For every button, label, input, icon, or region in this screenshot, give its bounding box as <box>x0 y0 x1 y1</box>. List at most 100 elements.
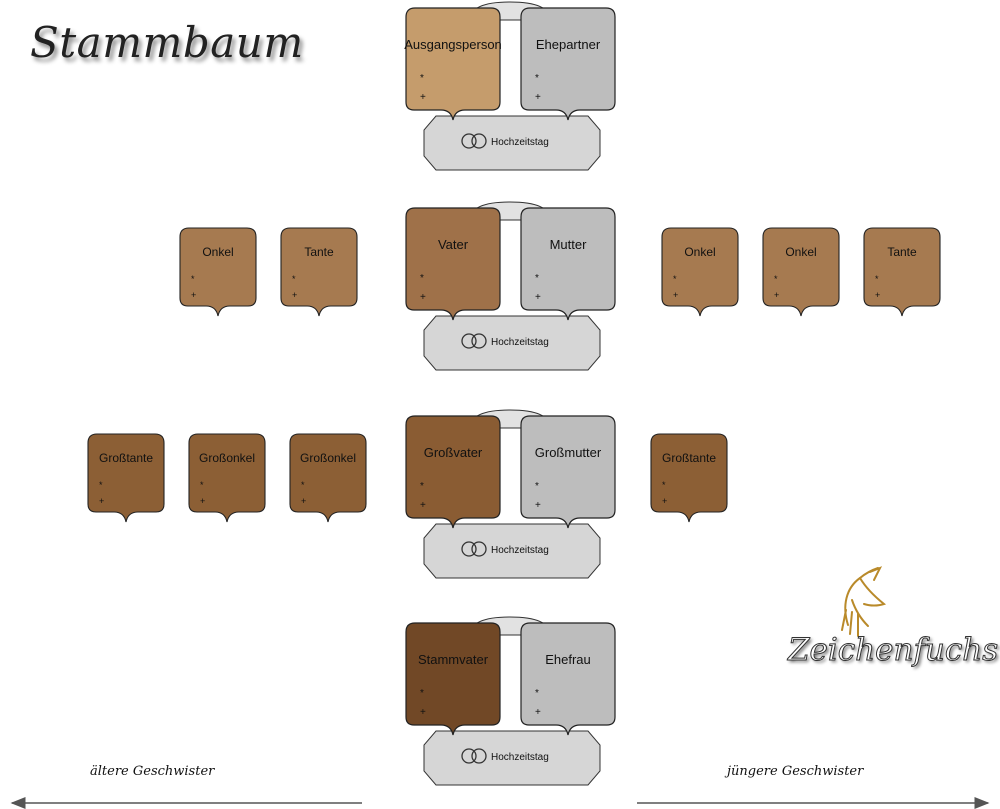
wedding-box <box>423 315 601 371</box>
sibling-card: Tante * + <box>280 227 358 317</box>
wedding-box <box>423 115 601 171</box>
couple-group: Hochzeitstag Ausgangsperson * + Ehepartner * + <box>404 1 616 171</box>
person-card-right <box>520 207 616 321</box>
person-name: Ehefrau <box>545 652 591 667</box>
sibling-shield <box>289 433 367 523</box>
sibling-name: Onkel <box>684 245 715 259</box>
sibling-name: Tante <box>887 245 917 259</box>
person-card-left <box>405 415 501 529</box>
sibling-name: Großtante <box>662 451 716 465</box>
ring-icon <box>471 541 487 557</box>
ring-icon <box>461 541 477 557</box>
death-symbol: + <box>535 500 541 511</box>
ring-icon <box>461 748 477 764</box>
fox-logo-icon <box>841 566 887 637</box>
birth-symbol: * <box>420 73 424 84</box>
sibling-shield <box>661 227 739 317</box>
sibling-shield <box>87 433 165 523</box>
birth-symbol: * <box>200 480 204 490</box>
page-title: Stammbaum <box>30 18 304 67</box>
death-symbol: + <box>420 707 426 718</box>
person-name: Ausgangsperson <box>404 37 502 52</box>
person-card-left <box>405 622 501 736</box>
wedding-label: Hochzeitstag <box>491 545 549 556</box>
person-name: Vater <box>438 237 469 252</box>
birth-symbol: * <box>420 688 424 699</box>
person-name: Ehepartner <box>536 37 601 52</box>
sibling-name: Onkel <box>785 245 816 259</box>
death-symbol: + <box>200 496 205 506</box>
death-symbol: + <box>535 292 541 303</box>
person-card-right <box>520 7 616 121</box>
ring-icon <box>461 333 477 349</box>
death-symbol: + <box>673 290 678 300</box>
birth-symbol: * <box>99 480 103 490</box>
wedding-label: Hochzeitstag <box>491 137 549 148</box>
wedding-box <box>423 730 601 786</box>
sibling-card: Großtante * + <box>650 433 728 523</box>
ring-icon <box>471 748 487 764</box>
sibling-card: Großonkel * + <box>289 433 367 523</box>
death-symbol: + <box>99 496 104 506</box>
death-symbol: + <box>535 707 541 718</box>
birth-symbol: * <box>662 480 666 490</box>
birth-symbol: * <box>774 274 778 284</box>
birth-symbol: * <box>420 481 424 492</box>
death-symbol: + <box>420 92 426 103</box>
sibling-shield <box>179 227 257 317</box>
death-symbol: + <box>191 290 196 300</box>
sibling-shield <box>650 433 728 523</box>
death-symbol: + <box>420 500 426 511</box>
sibling-card: Großonkel * + <box>188 433 266 523</box>
person-card-left <box>405 7 501 121</box>
ring-icon <box>461 133 477 149</box>
birth-symbol: * <box>673 274 677 284</box>
sibling-name: Tante <box>304 245 334 259</box>
person-name: Stammvater <box>418 652 489 667</box>
sibling-name: Onkel <box>202 245 233 259</box>
couple-group: Hochzeitstag Stammvater * + Ehefrau * + <box>405 616 616 786</box>
birth-symbol: * <box>191 274 195 284</box>
sibling-card: Onkel * + <box>762 227 840 317</box>
sibling-name: Großonkel <box>300 451 356 465</box>
ring-icon <box>471 133 487 149</box>
death-symbol: + <box>301 496 306 506</box>
ring-icon <box>471 333 487 349</box>
sibling-shield <box>762 227 840 317</box>
wedding-label: Hochzeitstag <box>491 337 549 348</box>
logo-wordmark: Zeichenfuchs <box>787 632 999 669</box>
death-symbol: + <box>875 290 880 300</box>
sibling-card: Onkel * + <box>179 227 257 317</box>
death-symbol: + <box>774 290 779 300</box>
sibling-shield <box>280 227 358 317</box>
person-card-right <box>520 415 616 529</box>
birth-symbol: * <box>535 481 539 492</box>
younger-siblings-label: jüngere Geschwister <box>727 764 864 779</box>
person-name: Mutter <box>550 237 588 252</box>
sibling-card: Tante*+ <box>863 227 941 317</box>
person-card-right <box>520 622 616 736</box>
birth-symbol: * <box>535 73 539 84</box>
sibling-card: Großtante * + <box>87 433 165 523</box>
birth-symbol: * <box>301 480 305 490</box>
older-siblings-label: ältere Geschwister <box>90 764 215 779</box>
birth-symbol: * <box>535 273 539 284</box>
sibling-card: Onkel * + <box>661 227 739 317</box>
birth-symbol: * <box>535 688 539 699</box>
person-card-left <box>405 207 501 321</box>
person-name: Großvater <box>424 445 483 460</box>
death-symbol: + <box>292 290 297 300</box>
death-symbol: + <box>535 92 541 103</box>
death-symbol: + <box>662 496 667 506</box>
wedding-box <box>423 523 601 579</box>
sibling-shield <box>863 227 941 317</box>
sibling-name: Großtante <box>99 451 153 465</box>
sibling-name: Großonkel <box>199 451 255 465</box>
wedding-label: Hochzeitstag <box>491 752 549 763</box>
death-symbol: + <box>420 292 426 303</box>
birth-symbol: * <box>292 274 296 284</box>
